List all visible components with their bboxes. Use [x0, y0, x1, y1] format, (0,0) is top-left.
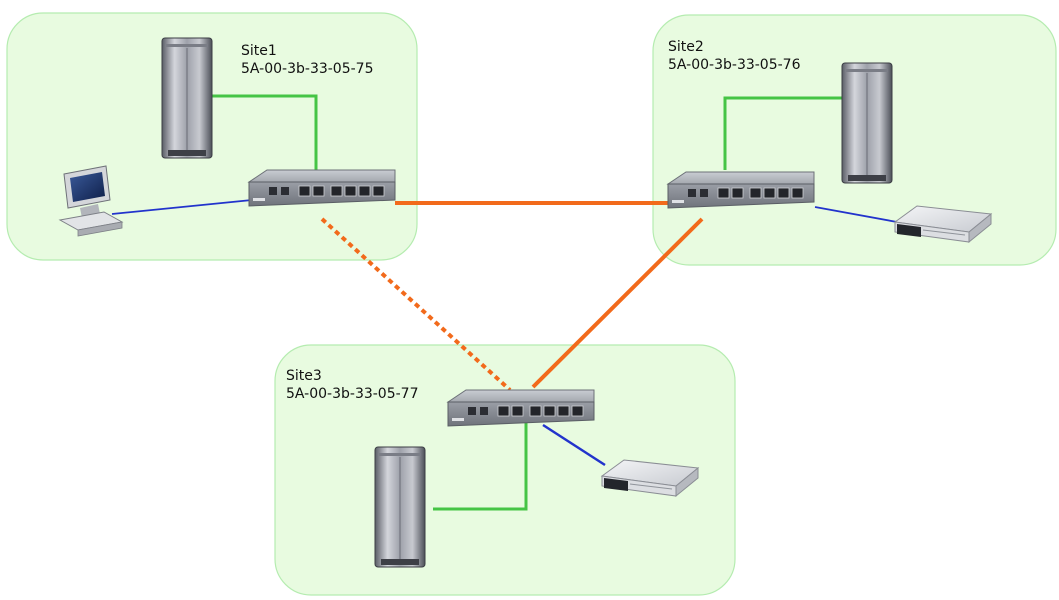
site1-name: Site1	[241, 43, 277, 59]
site3-router-link	[542, 423, 606, 467]
site3-label: Site3 5A-00-3b-33-05-77	[286, 367, 419, 403]
trunk-site2-site3	[531, 217, 704, 389]
site2-label: Site2 5A-00-3b-33-05-76	[668, 38, 801, 74]
site1-address: 5A-00-3b-33-05-75	[241, 61, 374, 77]
site3-switch	[447, 389, 595, 427]
site3-server-rack	[374, 446, 426, 568]
site2-address: 5A-00-3b-33-05-76	[668, 57, 801, 73]
site3-server-link	[433, 420, 528, 511]
site1-server-link	[212, 94, 318, 170]
site1-label: Site1 5A-00-3b-33-05-75	[241, 42, 374, 78]
site3-name: Site3	[286, 368, 322, 384]
site2-router-link	[814, 206, 898, 223]
site2-name: Site2	[668, 39, 704, 55]
site2-switch	[667, 171, 815, 209]
site1-pc-link	[111, 199, 253, 215]
site2-server-link	[723, 96, 842, 170]
site1-server-rack	[161, 37, 213, 159]
site3-address: 5A-00-3b-33-05-77	[286, 386, 419, 402]
site1-switch	[248, 169, 396, 207]
trunk-site1-site3-dashed	[320, 217, 512, 392]
site2-server-rack	[841, 62, 893, 184]
